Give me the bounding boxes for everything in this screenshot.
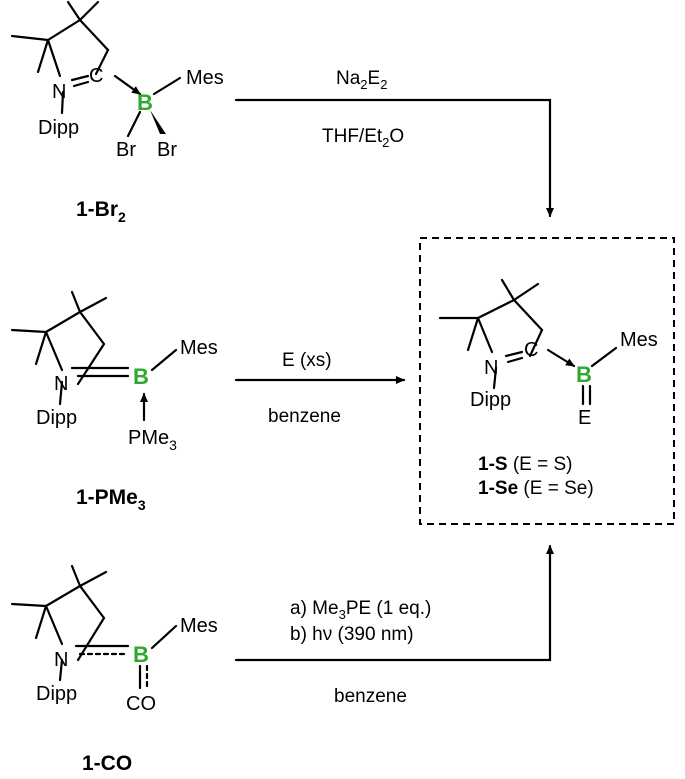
bottom-solvent: benzene xyxy=(334,686,407,707)
methyl-bonds xyxy=(10,290,108,366)
dipp-label: Dipp xyxy=(470,389,511,411)
dipp-label: Dipp xyxy=(38,117,79,139)
br-label: Br xyxy=(116,139,136,161)
pme3-label: PMe3 xyxy=(128,427,177,453)
compound-label-1-co: 1-CO xyxy=(82,752,132,775)
dative-arrow xyxy=(546,348,576,368)
top-reagent: Na2E2 xyxy=(336,68,387,92)
ring-bonds xyxy=(476,298,544,358)
reaction-bottom: a) Me3PE (1 eq.) b) hν (390 nm) benzene xyxy=(234,544,554,707)
atom-b: B xyxy=(133,364,149,389)
b-mes-bond xyxy=(152,76,182,96)
step-a: a) Me3PE (1 eq.) xyxy=(290,598,431,622)
atom-n: N xyxy=(54,373,68,395)
ring-bonds xyxy=(44,310,106,386)
dative-arrow xyxy=(113,74,142,96)
br-label: Br xyxy=(157,139,177,161)
reaction-top: Na2E2 THF/Et2O xyxy=(234,68,554,218)
molecule-product: N C B Mes Dipp E 1-S (E = S) 1-Se (E = S… xyxy=(438,278,658,499)
atom-b: B xyxy=(133,642,149,667)
n-c-bonds xyxy=(60,74,90,115)
mes-label: Mes xyxy=(180,337,218,359)
molecule-1-co: N B Mes Dipp CO 1-CO xyxy=(10,564,218,775)
b-br-bond xyxy=(126,110,142,138)
atom-c: C xyxy=(524,339,538,361)
b-mes-bond xyxy=(150,348,178,372)
mes-label: Mes xyxy=(620,329,658,351)
product-label-1-se: 1-Se (E = Se) xyxy=(478,478,594,499)
product-box xyxy=(419,237,675,525)
compound-label-1-br2: 1-Br2 xyxy=(76,198,126,225)
methyl-bonds xyxy=(10,564,108,640)
atom-e: E xyxy=(578,407,591,429)
methyl-bonds xyxy=(10,0,100,74)
co-label: CO xyxy=(126,693,156,715)
c-b-double-bond xyxy=(70,366,130,378)
n-dipp-bond xyxy=(58,380,64,406)
atom-n: N xyxy=(484,357,498,379)
reaction-middle: E (xs) benzene xyxy=(234,350,406,427)
b-mes-bond xyxy=(150,624,178,650)
molecule-1-pme3: N B Mes Dipp PMe3 1-PMe3 xyxy=(10,290,218,513)
atom-b: B xyxy=(137,90,153,115)
compound-label-1-pme3: 1-PMe3 xyxy=(76,486,146,513)
mes-label: Mes xyxy=(186,67,224,89)
methyl-bonds xyxy=(438,278,540,352)
top-solvent: THF/Et2O xyxy=(322,126,404,150)
ring-bonds xyxy=(44,584,106,662)
atom-n: N xyxy=(54,649,68,671)
dipp-label: Dipp xyxy=(36,683,77,705)
dipp-label: Dipp xyxy=(36,407,77,429)
b-e-double-bond xyxy=(581,384,592,406)
n-c-bonds xyxy=(492,350,524,390)
n-dipp-bond xyxy=(58,658,64,682)
step-b: b) hν (390 nm) xyxy=(290,624,414,645)
mes-label: Mes xyxy=(180,615,218,637)
top-arrow xyxy=(234,98,554,218)
atom-c: C xyxy=(89,65,103,87)
wedge-bond xyxy=(150,110,166,134)
bottom-arrow xyxy=(234,544,554,662)
atom-b: B xyxy=(576,362,592,387)
middle-reagent: E (xs) xyxy=(282,350,332,371)
ring-bonds xyxy=(46,18,110,78)
atom-n: N xyxy=(52,81,66,103)
product-label-1-s: 1-S (E = S) xyxy=(478,454,573,475)
b-mes-bond xyxy=(590,346,618,368)
middle-solvent: benzene xyxy=(268,406,341,427)
molecule-1-br2: N C B Mes Dipp Br Br 1-Br2 xyxy=(10,0,224,225)
